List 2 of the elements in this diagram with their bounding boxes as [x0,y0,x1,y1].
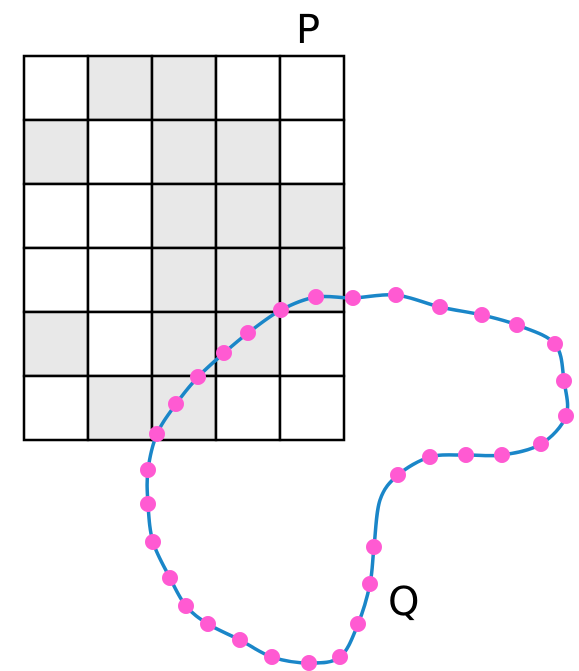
region-label: P [296,10,320,50]
region-label: Q [388,582,420,622]
